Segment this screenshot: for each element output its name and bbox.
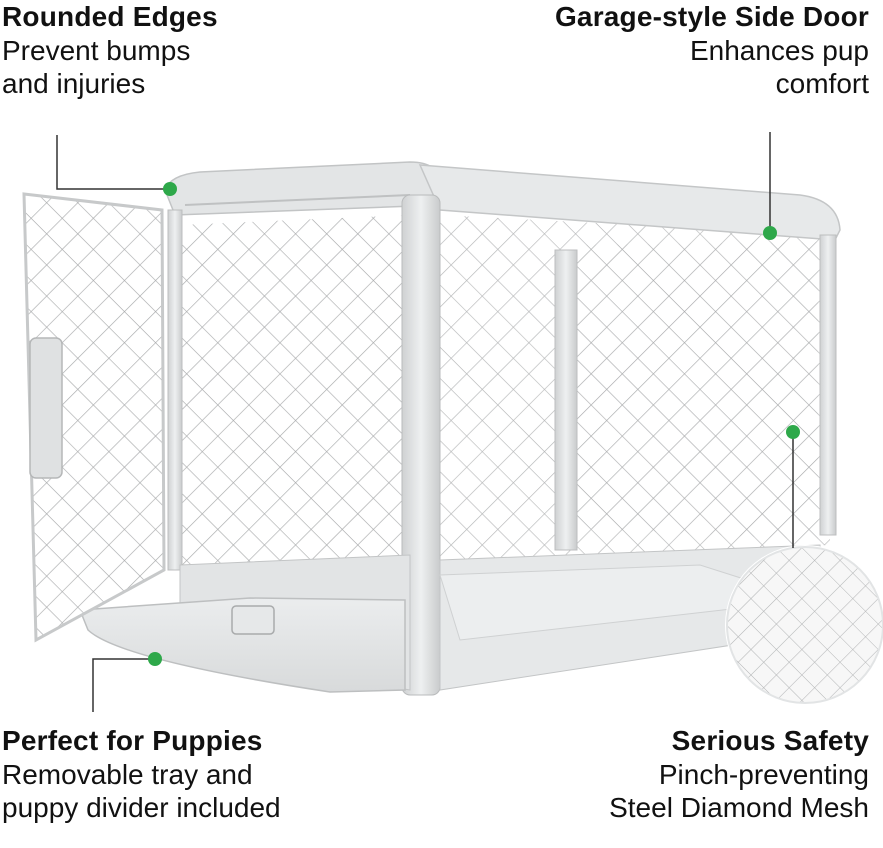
callout-desc-line: Pinch-preventing [658,758,869,790]
callout-description: Prevent bumps and injuries [2,34,218,101]
callout-description: Enhances pup comfort [555,34,869,101]
callout-desc-line: and injuries [2,68,146,100]
marker-safety [786,425,800,439]
callout-title: Rounded Edges [2,1,218,32]
feature-markers [148,182,800,666]
marker-puppies [148,652,162,666]
marker-rounded-edges [163,182,177,196]
callout-side-door: Garage-style Side Door Enhances pup comf… [555,0,869,101]
callout-desc-line: Enhances pup [689,34,869,66]
callout-desc-line: puppy divider included [2,792,281,824]
callout-desc-line: Removable tray and [2,758,253,790]
callout-desc-line: Prevent bumps [2,34,191,66]
leader-lines [56,132,794,712]
right-mesh-panel [575,242,818,540]
removable-tray [78,597,406,693]
callout-desc-line: comfort [775,68,869,100]
mesh-detail-lens [725,545,883,705]
callout-description: Removable tray and puppy divider include… [2,758,281,825]
marker-side-door [763,226,777,240]
callout-title: Garage-style Side Door [554,1,869,32]
open-side-door [22,192,166,643]
callout-rounded-edges: Rounded Edges Prevent bumps and injuries [2,0,218,101]
callout-desc-line: Steel Diamond Mesh [609,792,869,824]
callout-description: Pinch-preventing Steel Diamond Mesh [609,758,869,825]
crate-roof [164,161,841,241]
crate-posts [167,194,837,696]
left-side-mesh-panel [180,215,410,580]
callout-serious-safety: Serious Safety Pinch-preventing Steel Di… [609,724,869,825]
callout-title: Serious Safety [671,725,869,756]
callout-perfect-for-puppies: Perfect for Puppies Removable tray and p… [2,724,281,825]
callout-title: Perfect for Puppies [2,725,263,756]
